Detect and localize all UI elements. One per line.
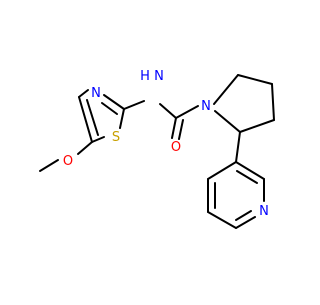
bond-c2-nh [123,100,145,110]
atom-label-set: O N S H N N O N [63,69,269,219]
bond-c2-s [119,108,125,129]
bond-set [39,74,275,229]
atom-label-thiazole-n: N [91,86,101,101]
atom-label-carbonyl-o: O [171,140,181,155]
bond-py-c6-n-inner [235,210,252,221]
bond-c4-n3 [78,89,89,98]
bond-c5-npyr [214,110,241,133]
bond-py-c2-c3 [235,161,265,180]
atom-label-pyrrolidine-n: N [201,99,211,114]
structure-canvas: O N S H N N O N [39,69,275,229]
atom-label-ether-o: O [63,154,73,169]
molecule-structure: O N S H N N O N [39,69,275,229]
bond-c3-c4 [271,83,275,121]
bond-s-c5 [91,136,105,143]
bond-py-c3-c4 [207,161,237,180]
bond-n3-c2-inner [101,102,118,115]
bond-pyrrolidine-pyridine [235,131,241,163]
bond-c5-c4 [78,96,93,143]
bond-n3-c2 [103,94,125,110]
bond-py-c2-c3-inner [236,170,258,184]
bond-carbonyl-o-2 [178,119,184,140]
atom-label-pyridine-n: N [259,204,269,219]
bond-c2-c3 [237,74,273,85]
atom-label-amide-h: H [140,69,150,84]
bond-npyr-c2 [213,74,239,105]
atom-label-amide-n: N [154,69,164,84]
bond-py-c5-c6 [207,211,237,229]
bond-c5-c4-inner [86,99,99,136]
bond-py-c6-n [235,216,256,229]
bond-nh-carbonyl [159,103,177,119]
atom-label-thiazole-s: S [112,130,120,145]
bond-carbonyl-o [171,117,177,139]
bond-c4-c5 [239,119,275,133]
bond-carbonyl-npyr [175,105,199,119]
bond-methyl-o [39,159,59,172]
bond-o-c5 [77,141,93,155]
